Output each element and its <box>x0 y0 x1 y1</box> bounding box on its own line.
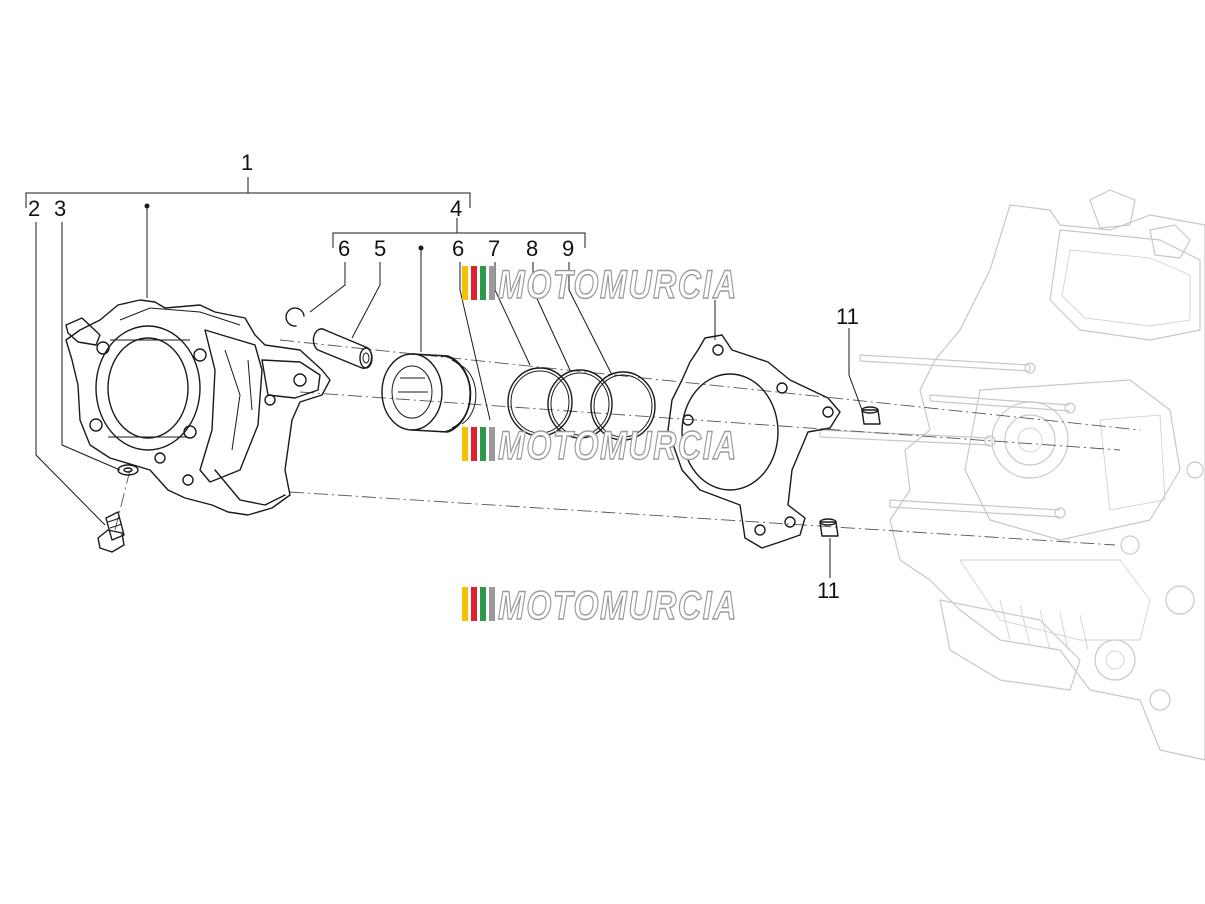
piston-rings <box>507 367 656 441</box>
watermark-stripe-green <box>480 266 486 300</box>
piston-part <box>381 353 477 433</box>
piston-pin-part <box>312 328 373 369</box>
callout-9: 9 <box>562 236 574 261</box>
dowel-lower-part <box>819 518 839 537</box>
callout-6-circlip: 6 <box>338 236 350 261</box>
watermark-bottom: MOTOMURCIA <box>462 583 738 629</box>
callout-3: 3 <box>54 196 66 221</box>
watermark-text-top: MOTOMURCIA <box>498 263 738 307</box>
watermark-stripe-red <box>471 266 477 300</box>
ring-8 <box>547 369 613 439</box>
callout-11-upper: 11 <box>836 304 859 329</box>
watermark-top: MOTOMURCIA <box>462 262 738 308</box>
cylinder-base-gasket <box>667 334 841 549</box>
watermark-text-bottom: MOTOMURCIA <box>498 584 738 628</box>
engine-crankcase-background <box>819 189 1205 761</box>
callout-11-lower: 11 <box>817 578 840 603</box>
callout-8: 8 <box>526 236 538 261</box>
watermark-text-middle: MOTOMURCIA <box>498 424 738 468</box>
callout-6-ring: 6 <box>452 236 464 261</box>
dowel-upper-part <box>861 406 881 425</box>
callout-labels: 1 2 3 4 6 5 6 7 8 9 11 11 <box>28 150 859 603</box>
circlip-part <box>285 307 305 327</box>
watermark-middle: MOTOMURCIA <box>462 423 738 469</box>
callout-7: 7 <box>488 236 500 261</box>
washer-part <box>117 464 139 476</box>
watermark-stripe-gray <box>489 266 495 300</box>
callout-2: 2 <box>28 196 40 221</box>
leader-lines <box>35 203 863 578</box>
bolt-part <box>97 511 125 553</box>
cylinder-part <box>65 299 331 516</box>
ring-9 <box>590 371 656 441</box>
group-brackets <box>25 177 586 248</box>
callout-5: 5 <box>374 236 386 261</box>
ring-7 <box>507 367 573 437</box>
watermark-stripe-yellow <box>462 266 468 300</box>
callout-1: 1 <box>241 150 253 175</box>
callout-4: 4 <box>450 196 462 221</box>
